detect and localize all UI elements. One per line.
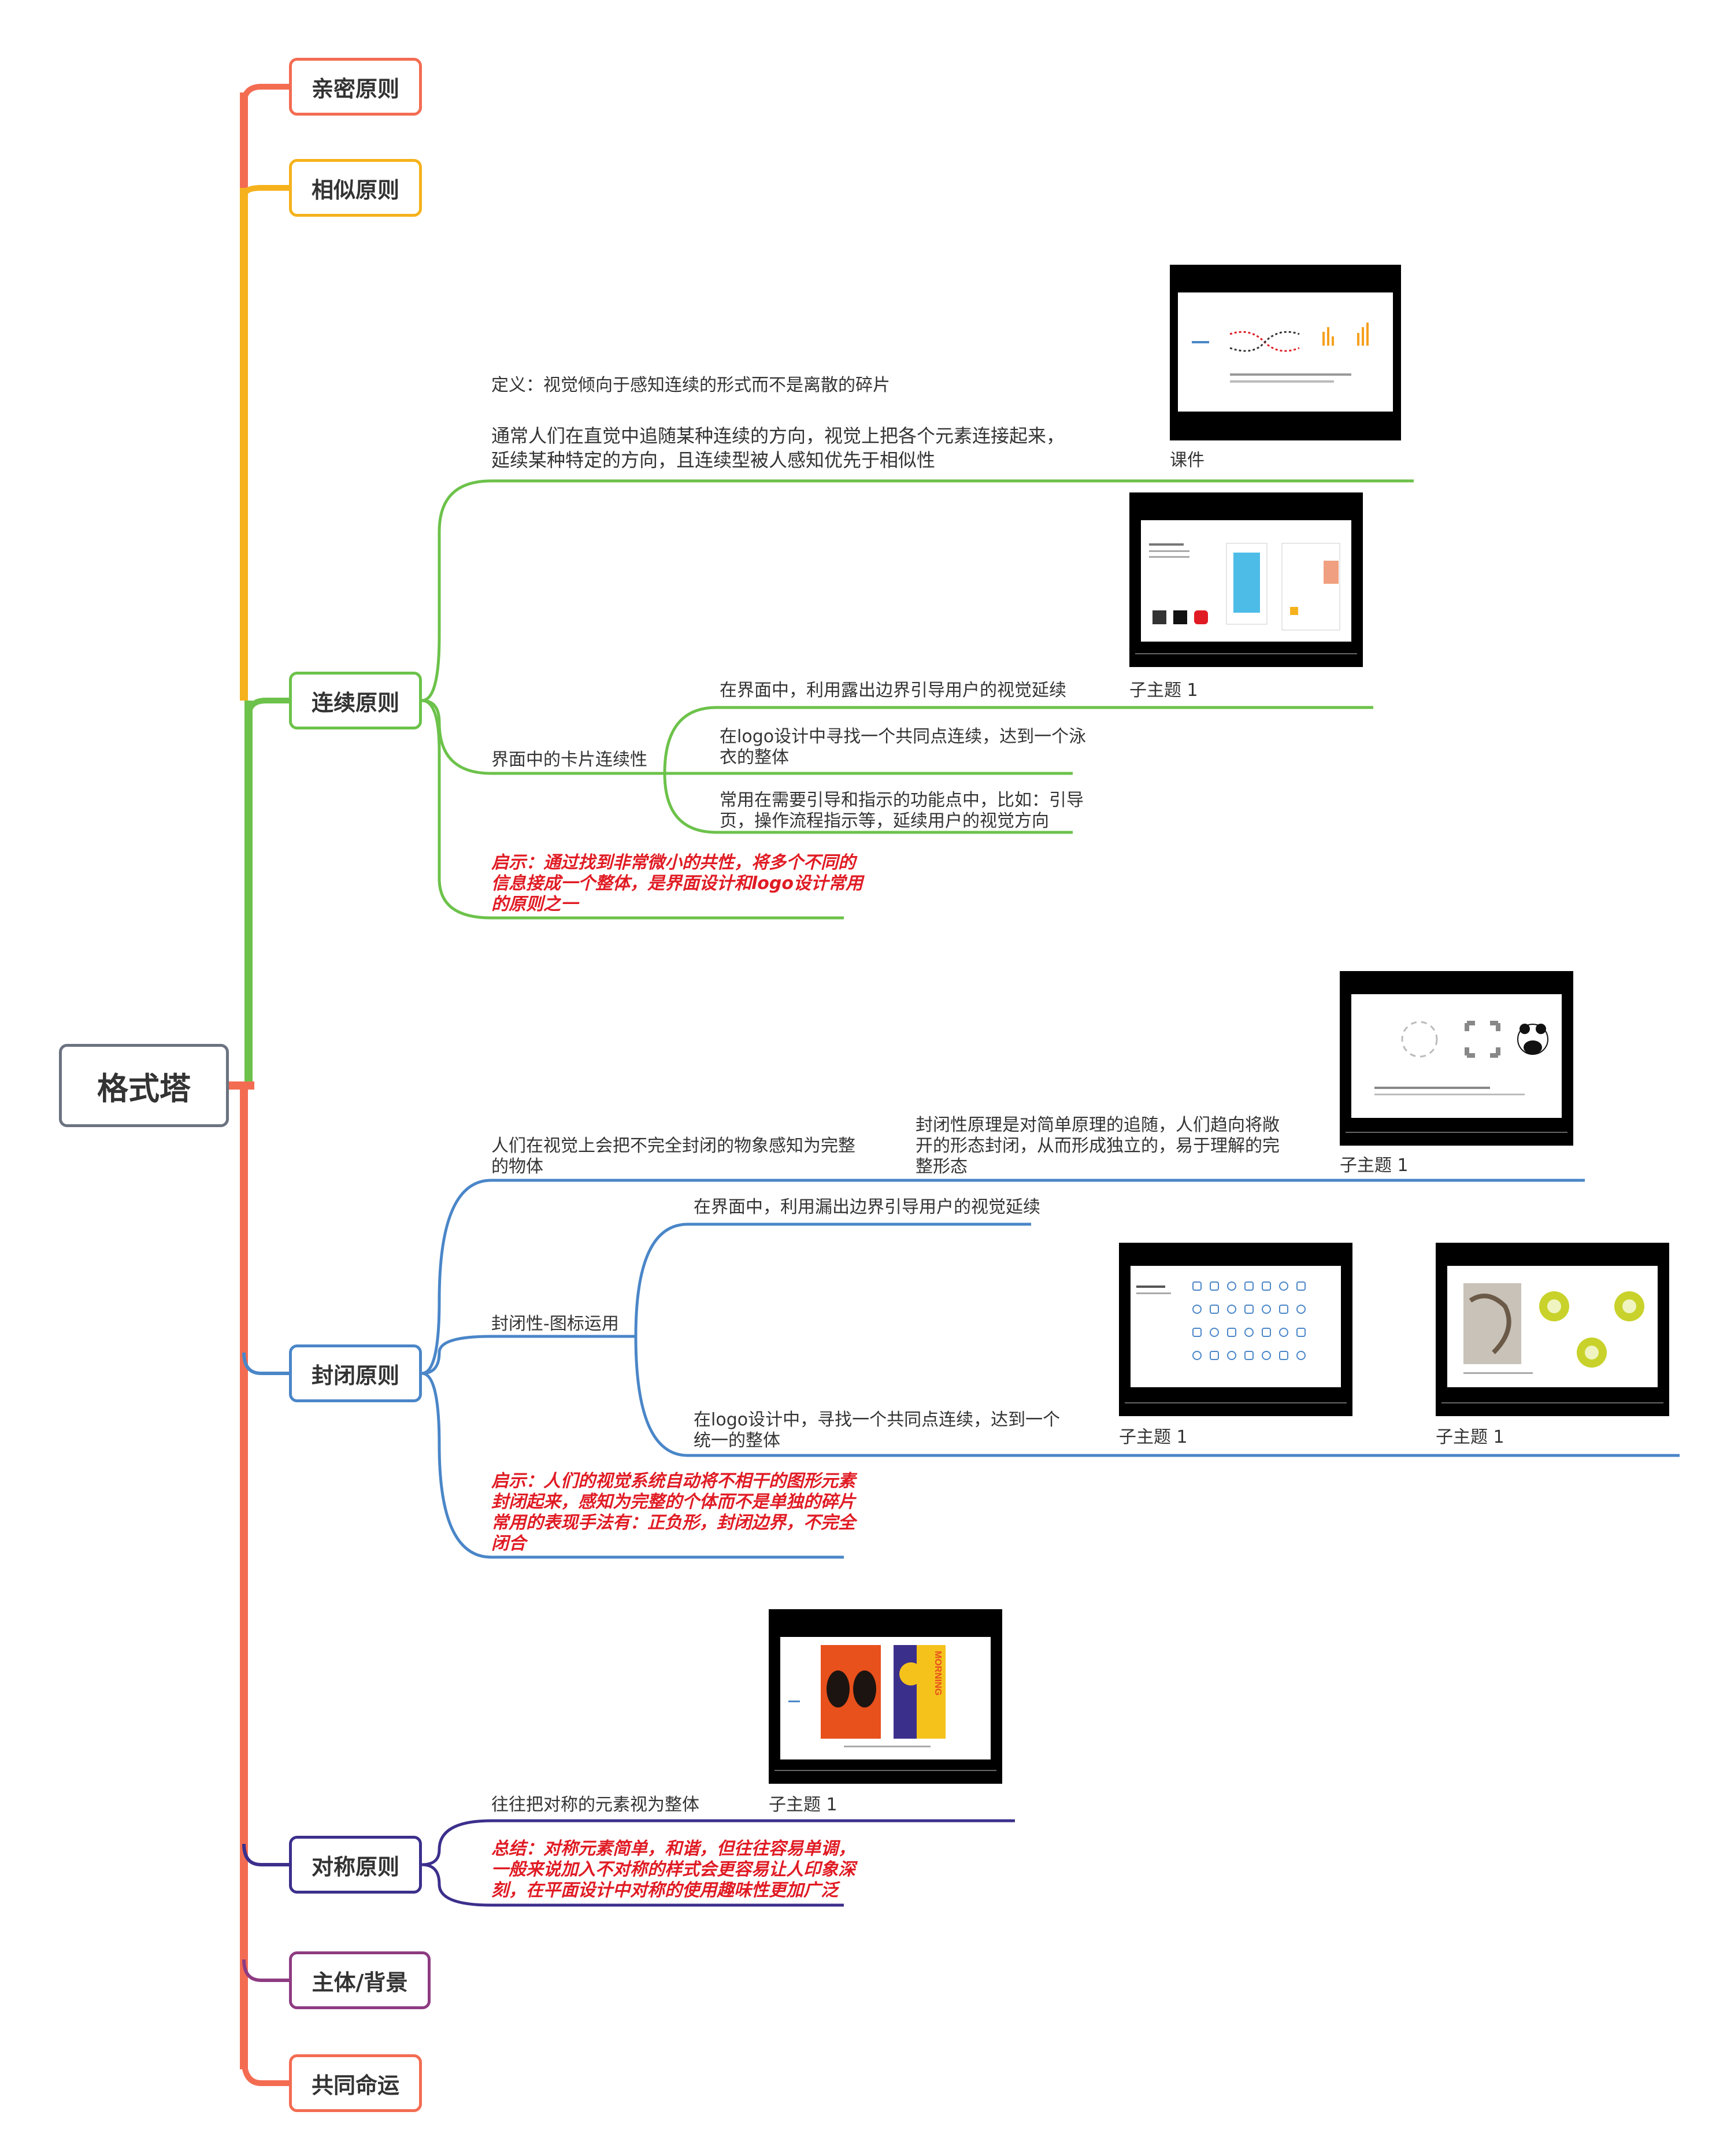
symmetry-thumbnail[interactable]: MORNING	[769, 1609, 1002, 1784]
closure-slide-screen	[1351, 994, 1562, 1118]
closure-insight-line4: 闭合	[491, 1533, 526, 1554]
closure-principle-caption: 子主题 1	[1340, 1155, 1409, 1176]
continuity-insight-line3: 的原则之一	[491, 894, 578, 914]
continuity-card-item3-line1: 常用在需要引导和指示的功能点中，比如：引导	[720, 790, 1084, 810]
topic-similarity[interactable]: 相似原则	[289, 159, 422, 217]
continuity-insight-line2: 信息接成一个整体，是界面设计和logo设计常用	[491, 873, 863, 894]
player-progress-bar[interactable]	[1441, 1402, 1663, 1409]
closure-principle-line3: 整形态	[916, 1157, 968, 1177]
continuity-insight-line1: 启示：通过找到非常微小的共性，将多个不同的	[491, 853, 855, 873]
closure-perception-line2: 的物体	[491, 1157, 543, 1177]
continuity-definition: 定义：视觉倾向于感知连续的形式而不是离散的碎片	[491, 375, 890, 395]
closure-icon-item2-line1: 在logo设计中，寻找一个共同点连续，达到一个	[694, 1410, 1061, 1430]
closure-icon-caption-b: 子主题 1	[1436, 1427, 1504, 1447]
topic-common-fate[interactable]: 共同命运	[289, 2054, 422, 2112]
topic-figure-ground[interactable]: 主体/背景	[289, 1951, 431, 2009]
player-progress-bar[interactable]	[1346, 1132, 1567, 1139]
closure-principle-line1: 封闭性原理是对简单原理的追随，人们趋向将敞	[916, 1115, 1280, 1135]
topic-proximity[interactable]: 亲密原则	[289, 58, 422, 116]
card-continuity-thumbnail[interactable]	[1129, 492, 1363, 667]
closure-insight-line2: 封闭起来，感知为完整的个体而不是单独的碎片	[491, 1492, 855, 1512]
card-slide-graphic	[1149, 543, 1340, 631]
courseware-thumbnail[interactable]	[1170, 265, 1401, 440]
topic-symmetry[interactable]: 对称原则	[289, 1836, 422, 1894]
kiwi-graphic	[1463, 1283, 1650, 1374]
closure-icon-item1: 在界面中，利用漏出边界引导用户的视觉延续	[694, 1197, 1040, 1217]
closure-slide-graphic	[1374, 1021, 1548, 1095]
symmetry-summary-line1: 总结：对称元素简单，和谐，但往往容易单调，	[491, 1839, 855, 1859]
closure-insight-line3: 常用的表现手法有：正负形，封闭边界，不完全	[491, 1513, 855, 1533]
continuity-description-line1: 通常人们在直觉中追随某种连续的方向，视觉上把各个元素连接起来，	[491, 425, 1065, 447]
topic-continuity[interactable]: 连续原则	[289, 672, 422, 729]
root-topic[interactable]: 格式塔	[59, 1044, 229, 1127]
closure-principle-line2: 开的形态封闭，从而形成独立的，易于理解的完	[916, 1136, 1280, 1156]
closure-icon-thumbnail-a[interactable]	[1119, 1243, 1352, 1416]
player-progress-bar[interactable]	[774, 1770, 996, 1777]
player-progress-bar[interactable]	[1125, 1402, 1347, 1409]
closure-insight-line1: 启示：人们的视觉系统自动将不相干的图形元素	[491, 1471, 855, 1491]
courseware-caption: 课件	[1170, 450, 1205, 471]
closure-icon-title: 封闭性-图标运用	[491, 1314, 619, 1334]
closure-perception-line1: 人们在视觉上会把不完全封闭的物象感知为完整	[491, 1136, 855, 1156]
closure-principle-thumbnail[interactable]	[1340, 971, 1573, 1146]
icon-slide-screen	[1131, 1266, 1341, 1387]
poster-graphic: MORNING	[788, 1645, 946, 1747]
continuity-card-title: 界面中的卡片连续性	[491, 750, 647, 770]
symmetry-item1: 往往把对称的元素视为整体	[491, 1795, 699, 1815]
symmetry-summary-line3: 刻，在平面设计中对称的使用趣味性更加广泛	[491, 1880, 838, 1901]
kiwi-slide-screen	[1447, 1266, 1658, 1387]
closure-icon-item2-line2: 统一的整体	[694, 1431, 780, 1451]
card-slide-screen	[1141, 520, 1351, 642]
symmetry-summary-line2: 一般来说加入不对称的样式会更容易让人印象深	[491, 1859, 855, 1880]
continuity-card-item1: 在界面中，利用露出边界引导用户的视觉延续	[720, 680, 1066, 701]
card-continuity-caption: 子主题 1	[1129, 680, 1198, 701]
topic-closure[interactable]: 封闭原则	[289, 1344, 422, 1402]
continuity-slide-graphic	[1192, 323, 1369, 383]
symmetry-caption: 子主题 1	[769, 1795, 837, 1815]
closure-icon-caption-a: 子主题 1	[1119, 1427, 1188, 1447]
continuity-card-item3-line2: 页，操作流程指示等，延续用户的视觉方向	[720, 811, 1049, 831]
icon-grid-graphic	[1136, 1281, 1306, 1360]
player-progress-bar[interactable]	[1135, 653, 1357, 660]
continuity-card-item2-line1: 在logo设计中寻找一个共同点连续，达到一个泳	[720, 727, 1087, 747]
poster-slide-screen: MORNING	[780, 1637, 991, 1759]
poster-morning-text: MORNING	[933, 1651, 943, 1695]
continuity-card-item2-line2: 衣的整体	[720, 747, 789, 768]
closure-icon-thumbnail-b[interactable]	[1436, 1243, 1669, 1416]
slide-screen	[1178, 292, 1393, 412]
continuity-description-line2: 延续某种特定的方向，且连续型被人感知优先于相似性	[491, 449, 936, 471]
